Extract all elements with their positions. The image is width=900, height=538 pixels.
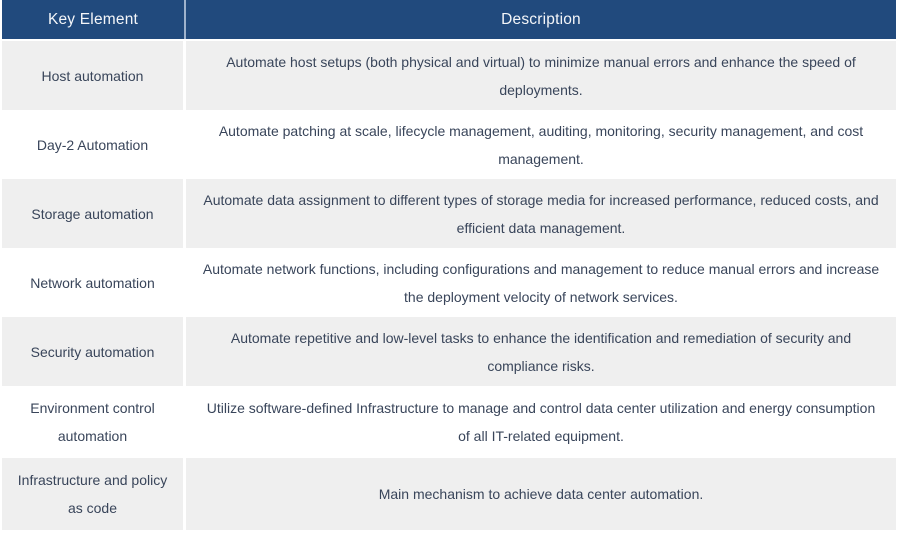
description-cell: Utilize software-defined Infrastructure … [206, 400, 876, 444]
key-element-cell: Storage automation [2, 179, 186, 248]
key-elements-table: Key Element Description Host automation … [2, 0, 896, 530]
description-cell: Main mechanism to achieve data center au… [378, 486, 704, 502]
key-element-cell: Host automation [2, 41, 186, 110]
table-row: Host automation Automate host setups (bo… [2, 41, 896, 110]
table-row: Network automation Automate network func… [2, 248, 896, 317]
table-row: Storage automation Automate data assignm… [2, 179, 896, 248]
description-cell: Automate host setups (both physical and … [226, 53, 856, 98]
key-element-cell: Day-2 Automation [2, 110, 186, 179]
table-row: Infrastructure and policy as code Main m… [2, 458, 896, 530]
key-element-cell: Infrastructure and policy as code [2, 458, 186, 530]
description-cell: Automate patching at scale, lifecycle ma… [218, 122, 864, 167]
table-row: Environment control automation Utilize s… [2, 386, 896, 458]
table-row: Day-2 Automation Automate patching at sc… [2, 110, 896, 179]
description-cell: Automate repetitive and low-level tasks … [230, 329, 852, 374]
header-cell-key-element: Key Element [2, 0, 186, 39]
key-element-cell: Security automation [2, 317, 186, 386]
key-element-cell: Environment control automation [2, 386, 186, 458]
table-row: Security automation Automate repetitive … [2, 317, 896, 386]
description-cell: Automate data assignment to different ty… [203, 191, 879, 236]
key-element-cell: Network automation [2, 248, 186, 317]
description-cell: Automate network functions, including co… [202, 260, 880, 305]
table-header-row: Key Element Description [2, 0, 896, 41]
header-cell-description: Description [501, 10, 581, 28]
